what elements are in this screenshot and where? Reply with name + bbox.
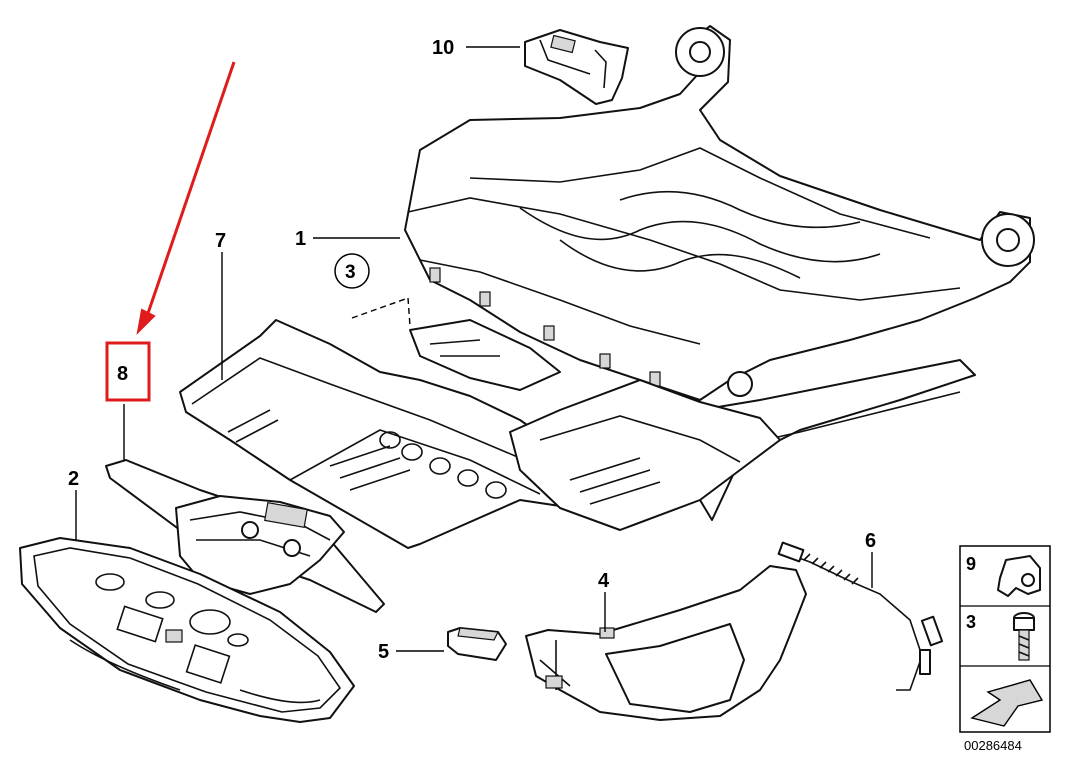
callout-8: 8 (117, 363, 128, 385)
part-8-height-adjuster[interactable] (105, 459, 385, 613)
legend-label-9: 9 (966, 554, 976, 574)
callout-6: 6 (865, 530, 876, 552)
legend-item-9-clip[interactable] (997, 555, 1041, 597)
callout-1: 1 (295, 228, 306, 250)
part-1-seat-frame[interactable] (404, 25, 1035, 521)
highlight-arrowhead (136, 308, 156, 335)
highlight-arrow (143, 61, 236, 323)
part-2-trim-cover[interactable] (19, 537, 355, 723)
part-4-side-panel[interactable] (525, 565, 807, 721)
callout-2: 2 (68, 468, 79, 490)
leader-3 (351, 297, 411, 327)
callout-3: 3 (345, 262, 356, 283)
legend-item-3-screw[interactable] (1013, 612, 1035, 661)
part-10-bracket[interactable] (524, 29, 629, 105)
legend-label-3: 3 (966, 612, 976, 632)
part-6-cable[interactable] (777, 541, 944, 691)
callout-7: 7 (215, 230, 226, 252)
part-7-seat-pan[interactable] (179, 319, 781, 549)
catalog-number: 00286484 (964, 738, 1022, 753)
part-5-cap[interactable] (447, 627, 507, 661)
legend-arrow-icon (970, 679, 1044, 727)
highlight-box (105, 341, 151, 402)
callout-4: 4 (598, 570, 610, 592)
callout-10: 10 (432, 37, 454, 59)
callout-5: 5 (378, 641, 389, 663)
callout-3-circle (334, 253, 370, 289)
